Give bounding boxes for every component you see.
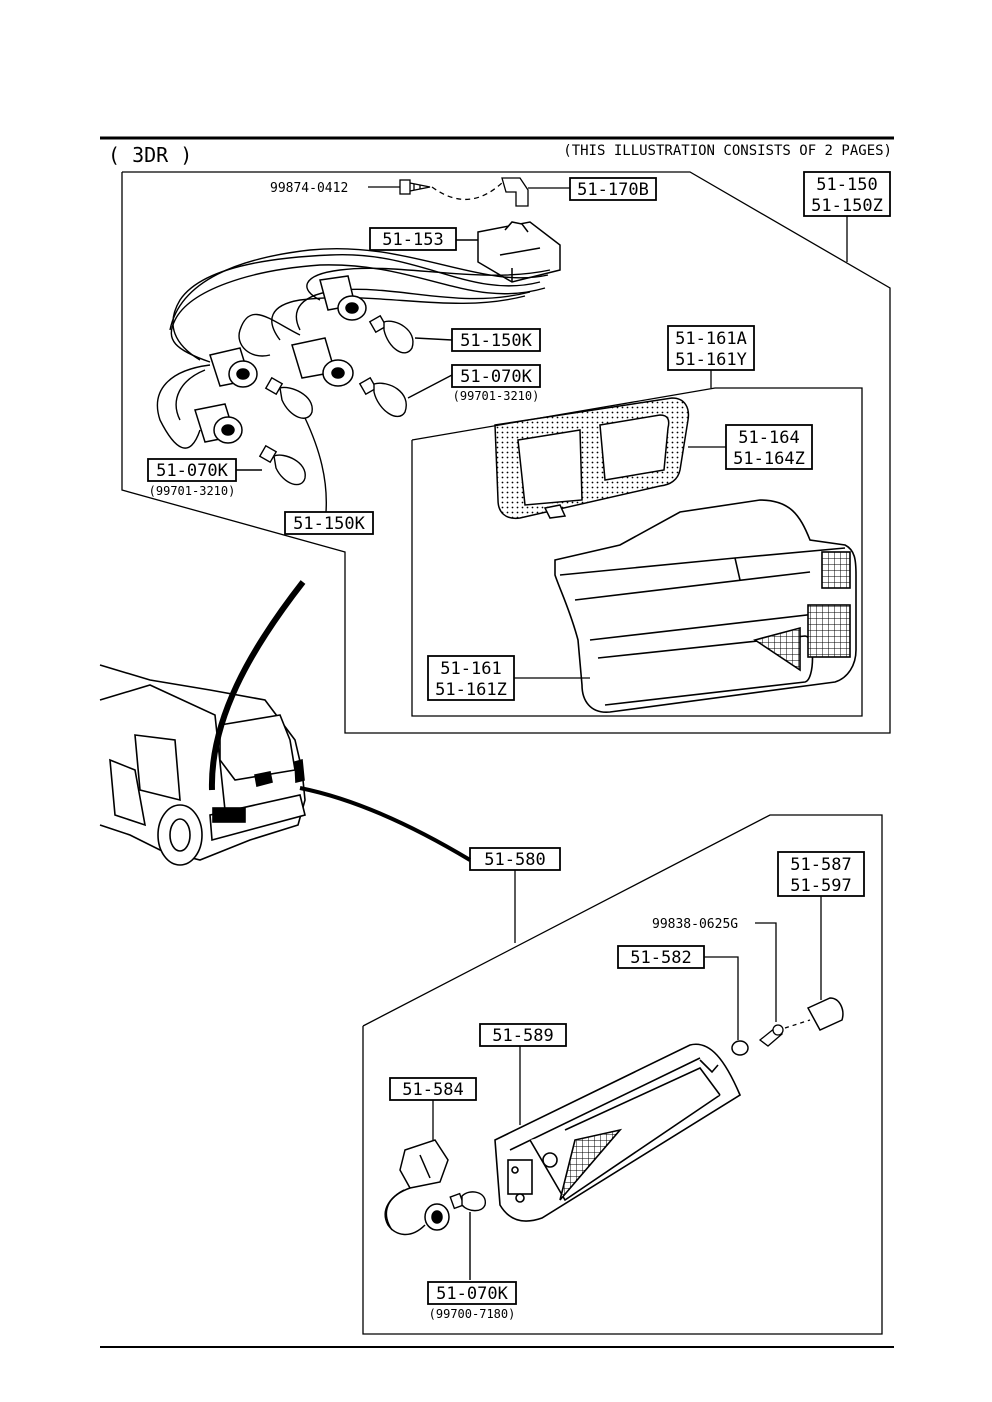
high-mount-lamp-icon (494, 1043, 742, 1222)
housing-part-2: 51-161Z (435, 680, 507, 700)
bulb-right-lower-sub: (99701-3210) (453, 389, 540, 403)
screw-part-upper: 99874-0412 (270, 181, 348, 196)
connector-part: 51-153 (382, 230, 443, 250)
bulb-icon (236, 444, 306, 486)
socket-part: 51-584 (402, 1080, 463, 1100)
washer-icon (731, 1040, 749, 1056)
socket-icon (291, 337, 354, 387)
cover-cap-icon (806, 997, 844, 1031)
bulb-lower-box (427, 1281, 517, 1305)
high-mount-assembly: 51-580 (484, 850, 545, 870)
bulb-icon (449, 1191, 486, 1280)
socket-harness-icon (384, 1139, 450, 1236)
screw-icon (368, 179, 506, 200)
bulb-left-box (147, 458, 237, 482)
bulb-left-sub: (99701-3210) (149, 484, 236, 498)
lower-callout-outline (362, 814, 883, 1335)
bulb-right-lower: 51-070K (460, 367, 532, 387)
variant-label: ( 3DR ) (108, 143, 192, 167)
cover-part-2: 51-597 (790, 876, 851, 896)
gasket-part-1: 51-164 (738, 428, 799, 448)
bulb-right-lower-box (451, 364, 541, 388)
socket-icon (319, 275, 367, 321)
pointer-upper (208, 580, 306, 791)
washer-part: 51-582 (630, 948, 691, 968)
bulb-bottom-box (284, 511, 374, 535)
bulb-right-upper-box (451, 328, 541, 352)
clip-icon (501, 177, 570, 207)
bulb-bottom: 51-150K (293, 514, 365, 534)
socket-icon (209, 347, 258, 388)
bulb-icon (264, 376, 328, 513)
pointer-lower (299, 786, 472, 862)
bulb-lower: 51-070K (436, 1284, 508, 1304)
cover-part-1: 51-587 (790, 855, 851, 875)
pages-note: (THIS ILLUSTRATION CONSISTS OF 2 PAGES) (563, 143, 892, 159)
assembly-part-1: 51-150 (816, 175, 877, 195)
tail-lamp-housing-icon (554, 499, 857, 713)
clip-part-box (569, 177, 657, 201)
socket-icon (194, 403, 243, 444)
high-mount-box (469, 847, 561, 871)
bulb-left: 51-070K (156, 461, 228, 481)
assembly-part-2: 51-150Z (811, 196, 883, 216)
clip-part: 51-170B (577, 180, 649, 200)
screw-part-lower: 99838-0625G (652, 917, 738, 932)
upper-callout-outline (121, 171, 891, 734)
housing-part-1: 51-161 (440, 659, 501, 679)
lens-part: 51-589 (492, 1026, 553, 1046)
lens-unit-part-2: 51-161Y (675, 350, 747, 370)
lens-box (479, 1023, 567, 1047)
page-frame (100, 136, 894, 1348)
bulb-icon (368, 314, 453, 354)
screw-icon (755, 922, 811, 1047)
gasket-part-2: 51-164Z (733, 449, 805, 469)
connector-part-box (369, 227, 457, 251)
lens-unit-part-1: 51-161A (675, 329, 747, 349)
gasket-icon (494, 397, 690, 520)
wiring-harness (156, 248, 551, 449)
bulb-lower-sub: (99700-7180) (429, 1307, 516, 1321)
bulb-icon (358, 374, 453, 418)
bulb-right-upper: 51-150K (460, 331, 532, 351)
washer-leader (704, 956, 739, 1040)
car-rear-icon (99, 664, 306, 866)
connector-icon (456, 221, 561, 283)
